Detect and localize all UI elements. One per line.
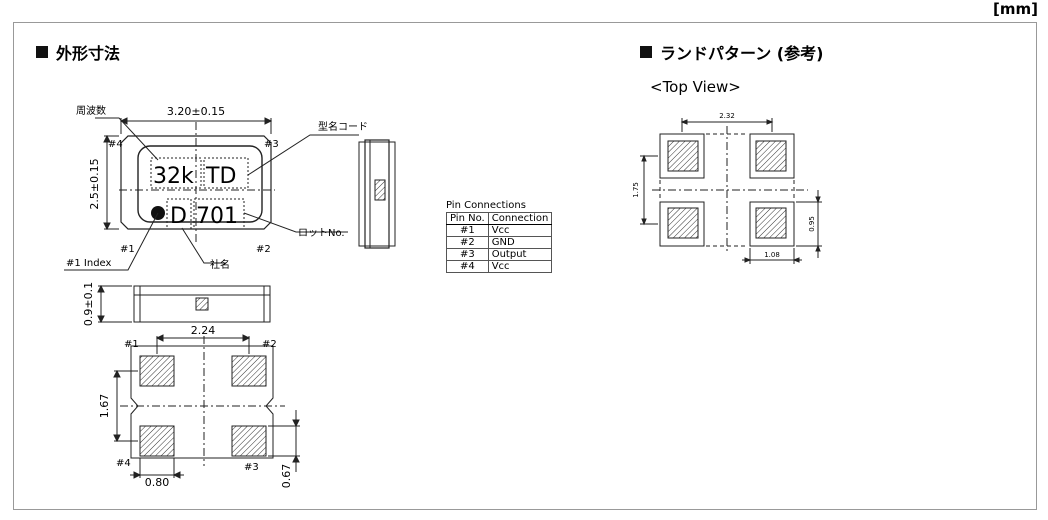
lot-label: ロットNo. [298,228,345,239]
pin-number: #1 [446,224,489,237]
pad-width: 0.80 [145,476,170,489]
pin-number: #2 [446,236,489,249]
pin-number: #4 [446,260,489,273]
pin-connection: GND [487,236,553,249]
pin-table-caption: Pin Connections [446,200,526,211]
top-pin3: #3 [264,139,279,150]
square-bullet-icon [640,46,652,58]
bottom-pin4: #4 [116,458,131,469]
land-pitch-x: 2.32 [719,112,735,120]
outline-heading: 外形寸法 [36,40,120,64]
pin-number: #3 [446,248,489,261]
land-title: ランドパターン (参考) [660,44,824,63]
land-pattern [640,118,822,264]
top-pin4: #4 [108,139,123,150]
freq-label: 周波数 [76,104,106,117]
package-bottom-view [113,334,300,479]
marking-model: TD [205,164,236,189]
land-pad-height: 0.95 [808,216,816,232]
outline-title: 外形寸法 [56,44,121,63]
package-side-view [97,284,271,324]
pin-connection: Vcc [487,224,553,237]
marking-company: D [170,204,187,229]
unit-label: [mm] [993,0,1038,18]
pin-table-header-pin: Pin No. [446,212,489,225]
marking-freq: 32k [153,164,194,189]
package-side-profile [358,139,396,249]
pin-connection: Output [487,248,553,261]
top-pin2: #2 [256,244,271,255]
thickness-dimension: 0.9±0.1 [82,282,95,326]
index-label: #1 Index [66,258,112,269]
package-top-view [64,117,359,271]
pad-pitch-x: 2.24 [191,324,216,337]
drawing-frame [13,22,1037,510]
pad-height: 0.67 [280,464,293,489]
pin-connection: Vcc [487,260,553,273]
land-pad-width: 1.08 [764,251,780,259]
pad-pitch-y: 1.67 [98,394,111,419]
pin-table-header-connection: Connection [487,212,553,225]
height-dimension: 2.5±0.15 [88,158,101,209]
top-pin1: #1 [120,244,135,255]
land-pitch-y: 1.75 [632,182,640,198]
top-view-label: <Top View> [650,78,741,96]
model-label: 型名コード [318,120,368,133]
square-bullet-icon [36,46,48,58]
company-label: 社名 [210,258,230,271]
bottom-pin1: #1 [124,339,139,350]
bottom-pin2: #2 [262,339,277,350]
marking-lot: 701 [196,204,238,229]
width-dimension: 3.20±0.15 [167,105,225,118]
bottom-pin3: #3 [244,462,259,473]
land-heading: ランドパターン (参考) [640,40,823,64]
